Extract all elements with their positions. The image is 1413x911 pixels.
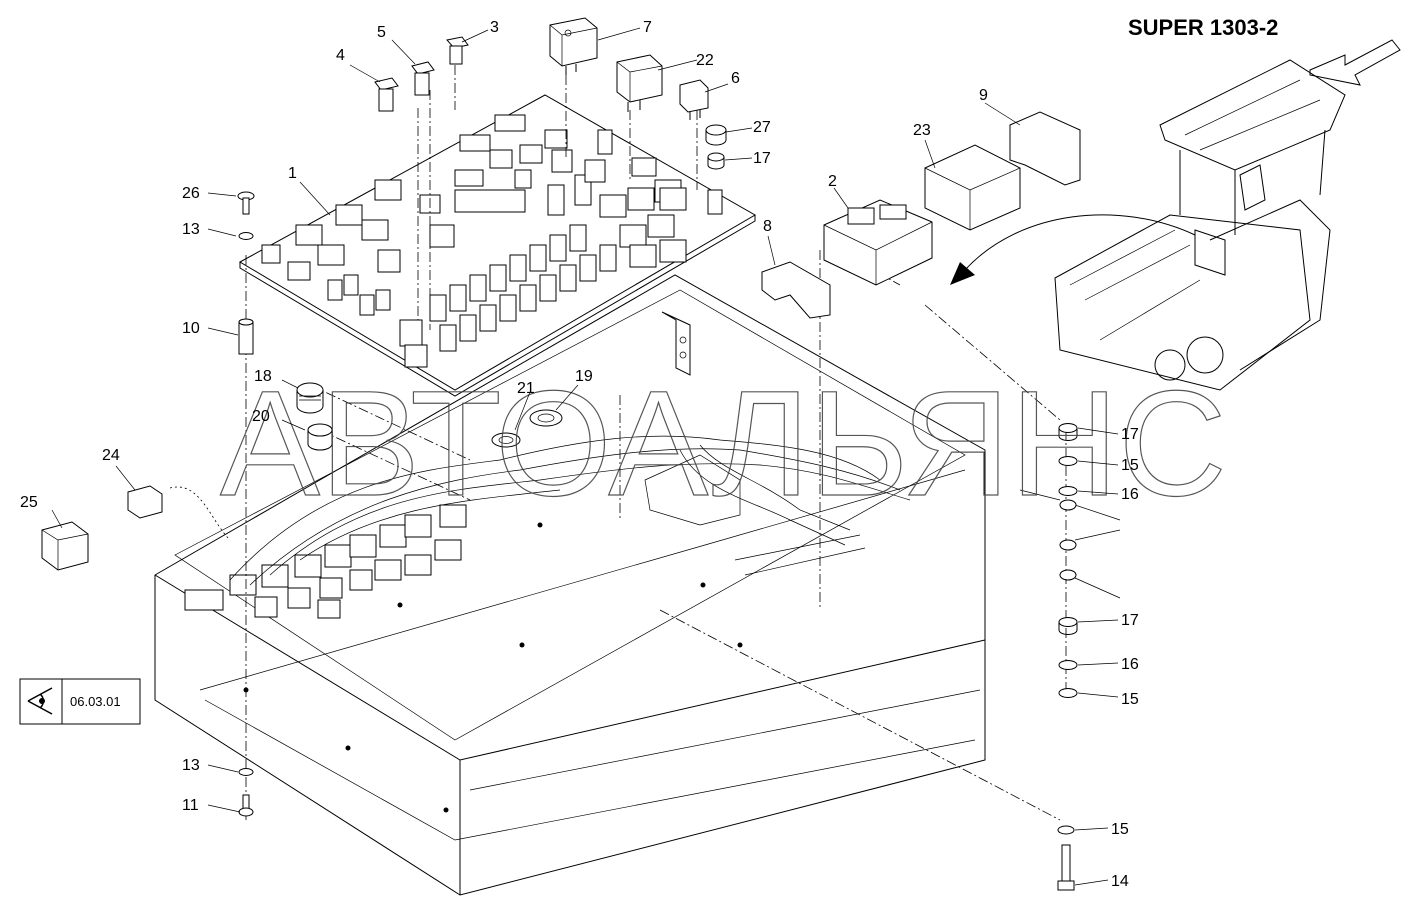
relay-array bbox=[399, 224, 617, 368]
callout-20: 20 bbox=[252, 408, 270, 425]
bolt-part-14 bbox=[1057, 844, 1075, 891]
relay-part-25 bbox=[41, 521, 89, 571]
cable-lugs bbox=[1019, 489, 1121, 599]
callout-27: 27 bbox=[753, 119, 771, 136]
callout-7: 7 bbox=[643, 19, 652, 36]
callout-23: 23 bbox=[913, 122, 931, 139]
nut-part-21 bbox=[491, 432, 521, 448]
fuse-part-6 bbox=[679, 79, 709, 120]
callout-13-top: 13 bbox=[182, 221, 200, 238]
washer-part-15-b bbox=[1058, 688, 1078, 698]
callout-11: 11 bbox=[182, 797, 199, 814]
nut-part-17-b bbox=[1058, 617, 1078, 635]
washer-part-13-top bbox=[238, 232, 254, 240]
callout-21: 21 bbox=[517, 380, 535, 397]
harness-connectors bbox=[184, 504, 467, 619]
clip-part-8 bbox=[761, 261, 831, 319]
callout-16-a: 16 bbox=[1121, 486, 1139, 503]
callout-2: 2 bbox=[828, 173, 837, 190]
callout-19: 19 bbox=[575, 368, 593, 385]
watermark: АВТОАЛЬЯНС bbox=[220, 359, 1227, 527]
curved-arrow bbox=[950, 214, 1196, 285]
callout-1: 1 bbox=[288, 165, 297, 182]
gland-part-20 bbox=[307, 423, 333, 451]
washer-part-16-a bbox=[1058, 486, 1078, 496]
callout-22: 22 bbox=[696, 52, 714, 69]
socket-part-24 bbox=[127, 485, 163, 519]
diagram-title: SUPER 1303-2 bbox=[1128, 15, 1278, 40]
callout-labels: 1 2 3 4 5 6 7 8 9 10 11 13 13 14 15 15 1… bbox=[20, 19, 1139, 890]
reference-box: 06.03.01 bbox=[19, 678, 141, 725]
callout-9: 9 bbox=[979, 87, 988, 104]
callout-5: 5 bbox=[377, 24, 386, 41]
callout-17-top: 17 bbox=[753, 150, 771, 167]
callout-17-a: 17 bbox=[1121, 426, 1139, 443]
view-arrow bbox=[1309, 39, 1401, 86]
screw-part-26 bbox=[237, 191, 255, 215]
relay-part-22 bbox=[616, 54, 663, 112]
washer-part-16-b bbox=[1058, 660, 1078, 670]
callout-6: 6 bbox=[731, 70, 740, 87]
washer-part-15-c bbox=[1057, 825, 1075, 835]
reference-code: 06.03.01 bbox=[70, 694, 121, 709]
callout-16-b: 16 bbox=[1121, 656, 1139, 673]
washer-part-13-bottom bbox=[238, 768, 254, 776]
callout-24: 24 bbox=[102, 447, 120, 464]
callout-10: 10 bbox=[182, 320, 200, 337]
callout-13-bottom: 13 bbox=[182, 757, 200, 774]
screw-part-11 bbox=[238, 794, 254, 817]
eye-icon bbox=[27, 687, 53, 715]
spacer-part-10 bbox=[238, 318, 254, 355]
bracket-part-9 bbox=[1009, 111, 1081, 186]
callout-15-b: 15 bbox=[1121, 691, 1139, 708]
callout-4: 4 bbox=[336, 47, 345, 64]
gland-part-18 bbox=[296, 382, 324, 414]
washer-part-15-a bbox=[1058, 456, 1078, 466]
housing-box bbox=[154, 274, 986, 896]
fuse-part-5 bbox=[411, 61, 435, 96]
control-module-part-2 bbox=[823, 199, 933, 286]
callout-17-b: 17 bbox=[1121, 612, 1139, 629]
cap-part-27 bbox=[705, 124, 727, 146]
relay-part-7 bbox=[549, 17, 598, 75]
callout-18: 18 bbox=[254, 368, 272, 385]
terminal-block-part-23 bbox=[924, 144, 1021, 231]
nut-part-17-a bbox=[1058, 423, 1078, 441]
callout-3: 3 bbox=[490, 19, 499, 36]
paver-vehicle-sketch bbox=[1054, 59, 1346, 391]
callout-15-c: 15 bbox=[1111, 821, 1129, 838]
board-connectors bbox=[261, 114, 723, 316]
callout-8: 8 bbox=[763, 218, 772, 235]
circuit-board bbox=[238, 94, 756, 397]
fuse-part-4 bbox=[374, 77, 399, 112]
callout-14: 14 bbox=[1111, 873, 1129, 890]
callout-26: 26 bbox=[182, 185, 200, 202]
fuse-part-3 bbox=[446, 36, 469, 65]
leader-lines bbox=[51, 27, 1119, 886]
callout-15-a: 15 bbox=[1121, 457, 1139, 474]
nut-part-19 bbox=[529, 409, 563, 427]
nut-part-17-top bbox=[707, 152, 725, 170]
callout-25: 25 bbox=[20, 494, 38, 511]
